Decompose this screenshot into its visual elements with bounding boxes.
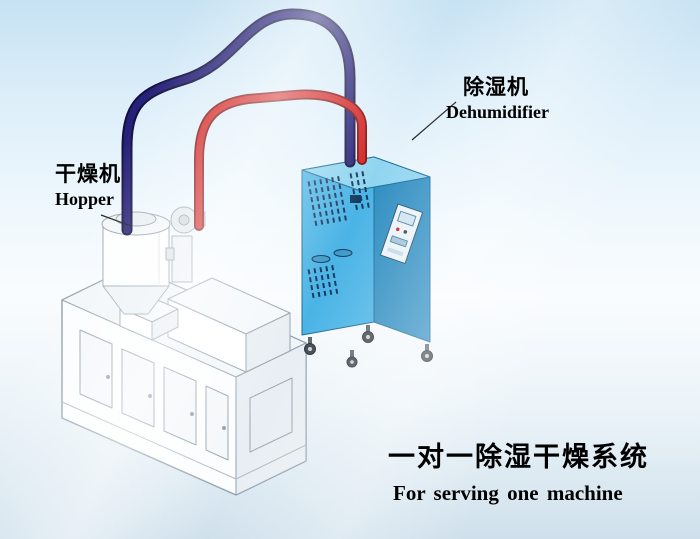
panel-label-strip [387, 247, 404, 257]
return-pipe-core [123, 10, 354, 234]
caster-wheel [421, 344, 433, 362]
return-pipe-blue [121, 8, 356, 236]
blower-duct [171, 235, 193, 283]
blower-fan-hub [178, 214, 190, 226]
oval-vent [333, 249, 353, 257]
supply-pipe-red [194, 89, 367, 231]
control-panel [379, 203, 424, 265]
extruder-doors [79, 329, 229, 461]
system-caption-en: For serving one machine [393, 481, 623, 505]
hopper-duct-connector [165, 247, 175, 261]
panel-display [397, 210, 417, 227]
gearbox-end [245, 312, 291, 373]
supply-pipe-core [195, 91, 366, 230]
door-panel [79, 329, 113, 409]
door-panel [205, 385, 229, 461]
vent-grid-lower [307, 265, 339, 299]
dehumidifier-unit [301, 148, 433, 368]
dehumidifier-leader-line [411, 101, 457, 141]
door-handle [189, 411, 195, 417]
extruder-machine [61, 265, 307, 496]
vent-grid-right [349, 170, 371, 210]
dehumidifier-label-cn: 除湿机 [463, 75, 529, 99]
brand-badge [350, 195, 361, 203]
hopper-label-cn: 干燥机 [55, 162, 121, 186]
panel-slider [389, 235, 408, 248]
throat-end [151, 308, 179, 341]
door-panel [121, 348, 155, 428]
door-handle [105, 374, 111, 380]
caster-wheel [362, 325, 374, 343]
door-handle [221, 425, 227, 431]
oval-vent [311, 255, 331, 263]
caster-wheel [304, 337, 316, 355]
door-handle [147, 393, 153, 399]
hopper-label-en: Hopper [55, 189, 115, 209]
caster-wheels [304, 325, 433, 368]
panel-button-dark [403, 230, 408, 234]
base-frame-line-end [235, 444, 307, 480]
base-frame-line [61, 401, 237, 480]
panel-button-red [395, 227, 400, 232]
end-door-panel [249, 377, 293, 453]
dehumidifier-label-en: Dehumidifier [446, 102, 549, 122]
caster-wheel [346, 350, 358, 368]
system-caption-cn: 一对一除湿干燥系统 [388, 442, 649, 473]
door-panel [163, 366, 197, 446]
hopper-leader-line [100, 214, 132, 227]
